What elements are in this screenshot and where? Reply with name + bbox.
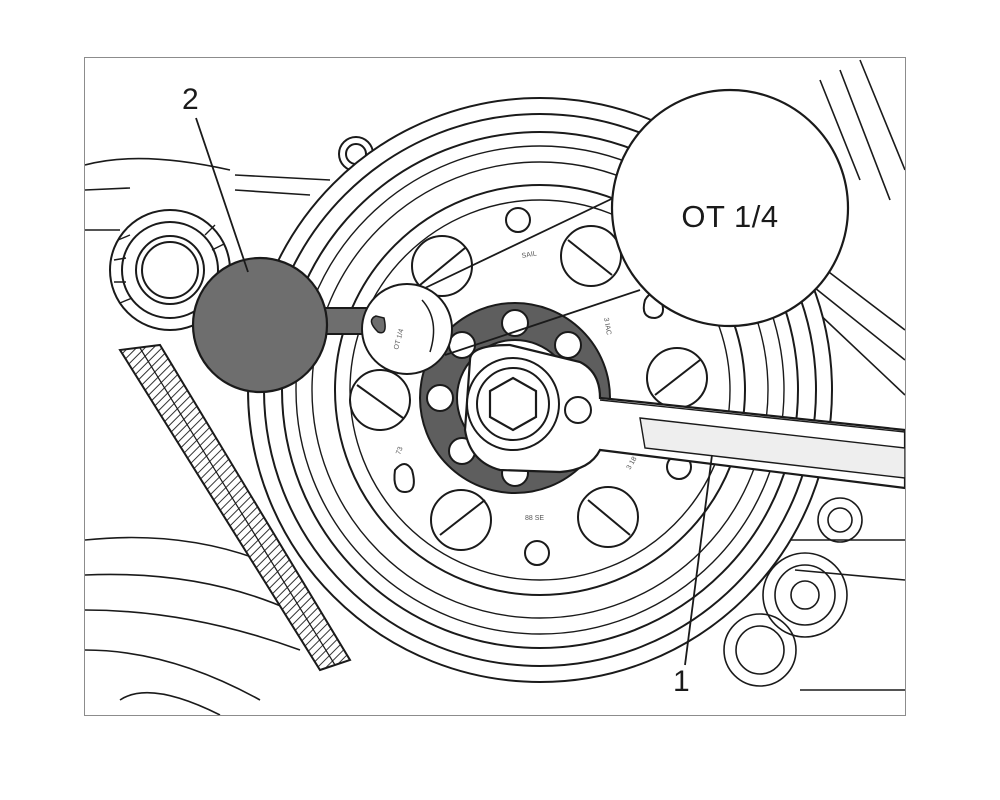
callout-2: 2 xyxy=(182,83,199,116)
pulley-hole xyxy=(577,486,639,548)
callout-leader-lines xyxy=(195,117,713,666)
small-hole xyxy=(524,540,550,566)
auxiliary-pulleys xyxy=(723,497,863,687)
engine-block-lines xyxy=(85,59,905,715)
teardrop-hole xyxy=(393,463,415,494)
small-hole xyxy=(505,207,531,233)
callout-1: 1 xyxy=(673,665,690,698)
magnified-label: OT 1/4 xyxy=(681,199,779,234)
drive-belt xyxy=(118,174,352,672)
pulley-hole xyxy=(430,489,492,551)
svg-text:88 SE: 88 SE xyxy=(525,515,544,522)
pulley-hole xyxy=(560,225,622,287)
magnifier-leader-lines xyxy=(424,191,641,356)
detail-circle: OT 1/4 xyxy=(361,283,453,375)
svg-text:3 IAC: 3 IAC xyxy=(602,317,612,335)
ring-wrench-tool xyxy=(463,343,905,490)
svg-text:73: 73 xyxy=(395,446,404,456)
svg-text:SAIL: SAIL xyxy=(521,250,537,260)
magnified-view-circle xyxy=(610,88,850,328)
pulley-hole xyxy=(349,369,411,431)
pulley-holes xyxy=(349,207,708,566)
